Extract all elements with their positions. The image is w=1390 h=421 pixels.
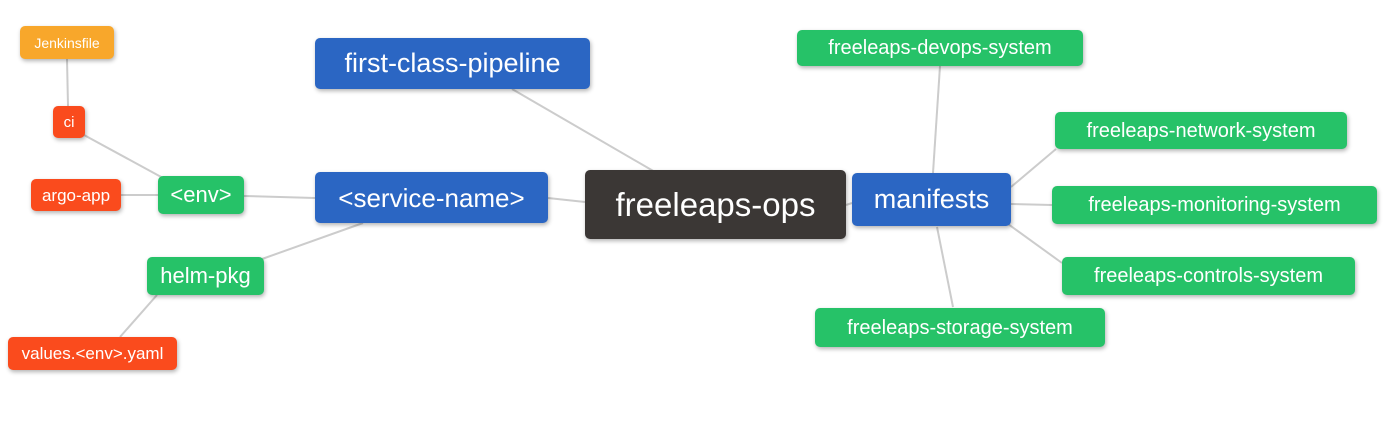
node-ci[interactable]: ci <box>53 106 85 138</box>
edge-env-servicename <box>243 195 316 199</box>
edge-ci-env <box>83 134 164 179</box>
node-helm-pkg[interactable]: helm-pkg <box>147 257 264 295</box>
edge-servicename-freeleapsops <box>547 197 586 203</box>
node-controls-system[interactable]: freeleaps-controls-system <box>1062 257 1355 295</box>
node-network-system[interactable]: freeleaps-network-system <box>1055 112 1347 149</box>
node-jenkinsfile[interactable]: Jenkinsfile <box>20 26 114 59</box>
node-manifests[interactable]: manifests <box>852 173 1011 226</box>
edge-manifests-storage <box>936 226 954 308</box>
node-service-name[interactable]: <service-name> <box>315 172 548 223</box>
edge-jenkinsfile-ci <box>66 58 69 107</box>
edge-manifests-monitoring <box>1010 203 1053 206</box>
edge-manifests-network <box>1010 148 1057 188</box>
node-argo-app[interactable]: argo-app <box>31 179 121 211</box>
edge-manifests-devops <box>932 65 941 174</box>
node-storage-system[interactable]: freeleaps-storage-system <box>815 308 1105 347</box>
node-freeleaps-ops[interactable]: freeleaps-ops <box>585 170 846 239</box>
edge-manifests-controls <box>1007 223 1063 264</box>
node-monitoring-system[interactable]: freeleaps-monitoring-system <box>1052 186 1377 224</box>
node-env[interactable]: <env> <box>158 176 244 214</box>
edge-values-helmpkg <box>119 294 158 338</box>
node-values-env-yaml[interactable]: values.<env>.yaml <box>8 337 177 370</box>
edge-pipeline-freeleapsops <box>511 88 656 173</box>
edge-helmpkg-servicename <box>261 222 364 260</box>
node-first-class-pipeline[interactable]: first-class-pipeline <box>315 38 590 89</box>
edge-freeleapsops-manifests <box>845 202 853 206</box>
node-devops-system[interactable]: freeleaps-devops-system <box>797 30 1083 66</box>
